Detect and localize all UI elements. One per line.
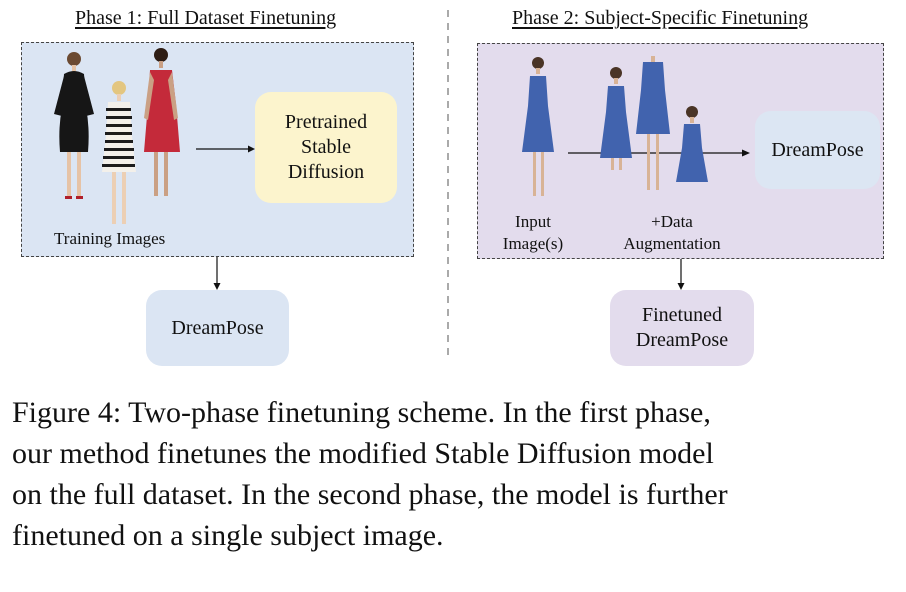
arrow-phase1-down: [213, 257, 221, 290]
caption-line-1: Figure 4: Two-phase finetuning scheme. I…: [12, 396, 711, 429]
caption-line-2: our method finetunes the modified Stable…: [12, 437, 714, 470]
figure-caption: Figure 4: Two-phase finetuning scheme. I…: [12, 392, 728, 556]
augmentation-label: +Data Augmentation: [612, 211, 732, 255]
training-image-red-dress: [144, 48, 180, 196]
input-label-line-1: Input: [515, 212, 551, 231]
finetuned-label-line-1: Finetuned: [641, 304, 722, 326]
augmented-image-2: [636, 56, 670, 190]
phase-separator: [447, 10, 449, 356]
training-images-label: Training Images: [54, 229, 166, 248]
input-label-line-2: Image(s): [502, 234, 564, 253]
sd-box-line-3: Diffusion: [287, 161, 365, 183]
input-image-figure: [522, 57, 554, 196]
arrow-to-stable-diffusion: [196, 145, 255, 153]
input-images-label: Input Image(s): [500, 211, 566, 255]
finetuned-dreampose-box: Finetuned DreamPose: [610, 290, 754, 366]
augmented-image-1: [600, 67, 632, 170]
caption-line-4: finetuned on a single subject image.: [12, 519, 444, 552]
training-images: [54, 48, 180, 224]
arrow-to-dreampose-head: [742, 149, 750, 157]
dreampose-box: DreamPose: [755, 111, 880, 189]
finetuned-label-line-2: DreamPose: [635, 329, 729, 351]
dreampose-output-label: DreamPose: [171, 316, 264, 339]
caption-line-3: on the full dataset. In the second phase…: [12, 478, 728, 511]
phase2-title: Phase 2: Subject-Specific Finetuning: [512, 7, 809, 29]
pretrained-stable-diffusion-box: Pretrained Stable Diffusion: [255, 92, 397, 203]
augmented-image-3: [676, 106, 708, 182]
arrow-phase2-down: [677, 259, 685, 290]
subject-images: [522, 56, 750, 196]
augmentation-label-line-1: +Data: [651, 212, 693, 231]
phase1-title: Phase 1: Full Dataset Finetuning: [75, 7, 337, 29]
dreampose-output-box: DreamPose: [146, 290, 289, 366]
dreampose-box-label: DreamPose: [771, 138, 864, 161]
augmentation-label-line-2: Augmentation: [623, 234, 721, 253]
training-image-black-dress: [54, 52, 94, 199]
sd-box-line-2: Stable: [301, 136, 351, 158]
training-image-striped-dress: [102, 81, 136, 224]
sd-box-line-1: Pretrained: [284, 111, 368, 133]
